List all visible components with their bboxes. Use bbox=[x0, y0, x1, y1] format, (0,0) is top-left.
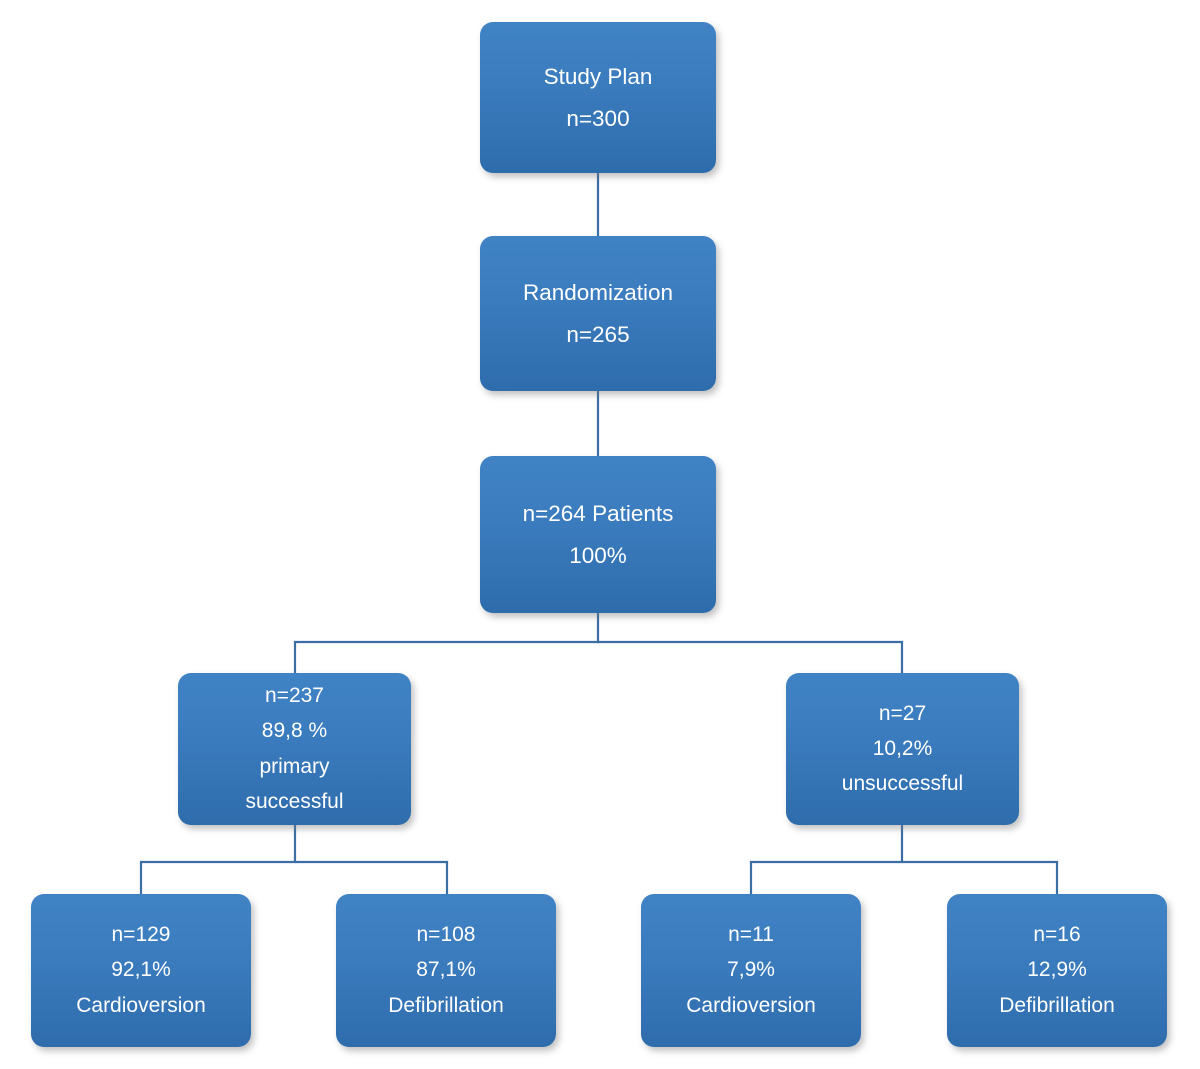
node-successful-defibrillation-line-1: 87,1% bbox=[416, 958, 476, 982]
edge-unsuccessful-to-cardioversion bbox=[749, 825, 904, 894]
node-patients[interactable]: n=264 Patients 100% bbox=[480, 456, 716, 613]
node-successful-defibrillation[interactable]: n=108 87,1% Defibrillation bbox=[336, 894, 556, 1047]
node-unsuccessful-cardioversion-line-1: 7,9% bbox=[727, 958, 775, 982]
node-successful-cardioversion[interactable]: n=129 92,1% Cardioversion bbox=[31, 894, 251, 1047]
node-unsuccessful-line-1: 10,2% bbox=[872, 736, 933, 760]
node-primary-successful-line-3: successful bbox=[245, 789, 344, 813]
node-patients-line-1: 100% bbox=[569, 542, 627, 568]
node-successful-cardioversion-line-2: Cardioversion bbox=[76, 993, 206, 1017]
edge-primary-to-cardioversion bbox=[139, 825, 297, 894]
edge-patients-to-unsuccessful bbox=[598, 640, 904, 673]
edge-primary-to-defibrillation bbox=[295, 860, 449, 894]
node-unsuccessful-cardioversion[interactable]: n=11 7,9% Cardioversion bbox=[641, 894, 861, 1047]
edge-patients-to-primary-successful bbox=[293, 613, 600, 673]
node-successful-defibrillation-line-0: n=108 bbox=[416, 923, 476, 947]
node-randomization-line-1: n=265 bbox=[566, 321, 630, 347]
node-unsuccessful-defibrillation-line-0: n=16 bbox=[1033, 923, 1081, 947]
node-successful-defibrillation-line-2: Defibrillation bbox=[388, 993, 504, 1017]
node-unsuccessful-cardioversion-line-0: n=11 bbox=[728, 923, 774, 947]
node-study-plan-line-1: n=300 bbox=[566, 105, 630, 131]
node-successful-cardioversion-line-0: n=129 bbox=[111, 923, 171, 947]
node-randomization[interactable]: Randomization n=265 bbox=[480, 236, 716, 391]
node-unsuccessful-defibrillation-line-1: 12,9% bbox=[1027, 958, 1087, 982]
node-randomization-line-0: Randomization bbox=[522, 279, 674, 305]
node-unsuccessful-cardioversion-line-2: Cardioversion bbox=[686, 993, 816, 1017]
node-unsuccessful-defibrillation-line-2: Defibrillation bbox=[999, 993, 1115, 1017]
edge-unsuccessful-to-defibrillation bbox=[902, 860, 1059, 894]
node-successful-cardioversion-line-1: 92,1% bbox=[111, 958, 171, 982]
node-unsuccessful-defibrillation[interactable]: n=16 12,9% Defibrillation bbox=[947, 894, 1167, 1047]
node-primary-successful-line-0: n=237 bbox=[265, 684, 324, 708]
node-primary-successful-line-2: primary bbox=[259, 754, 330, 778]
node-primary-successful[interactable]: n=237 89,8 % primary successful bbox=[178, 673, 411, 825]
node-unsuccessful-line-0: n=27 bbox=[878, 701, 927, 725]
node-study-plan-line-0: Study Plan bbox=[543, 63, 653, 89]
node-patients-line-0: n=264 Patients bbox=[522, 500, 674, 526]
node-unsuccessful-line-2: unsuccessful bbox=[841, 772, 964, 796]
node-study-plan[interactable]: Study Plan n=300 bbox=[480, 22, 716, 173]
node-primary-successful-line-1: 89,8 % bbox=[261, 719, 328, 743]
node-unsuccessful[interactable]: n=27 10,2% unsuccessful bbox=[786, 673, 1019, 825]
